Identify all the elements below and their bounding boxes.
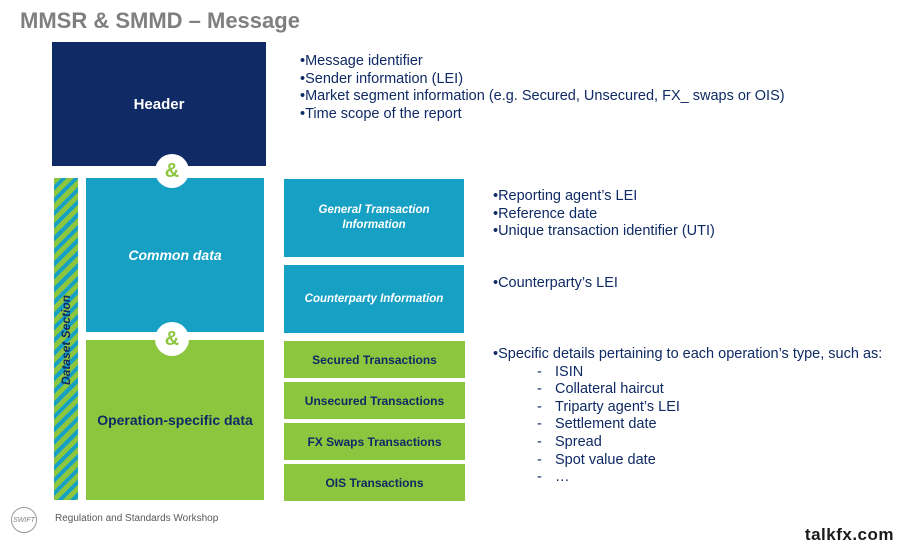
list-item: -Settlement date [537, 416, 657, 433]
list-item: -Triparty agent’s LEI [537, 398, 680, 415]
list-item: Counterparty’s LEI [493, 275, 618, 293]
general-transaction-information-box: General Transaction Information [284, 179, 464, 257]
list-item: Time scope of the report [300, 106, 785, 124]
counterparty-information-box: Counterparty Information [284, 265, 464, 333]
common-data-box: Common data [86, 178, 264, 332]
list-item: Message identifier [300, 53, 785, 71]
operation-intro: Specific details pertaining to each oper… [493, 346, 882, 364]
header-box: Header [52, 42, 266, 166]
operation-specific-data-box: Operation-specific data [86, 340, 264, 500]
ampersand-connector-bottom: & [157, 324, 187, 354]
fx-swaps-transactions-box: FX Swaps Transactions [284, 423, 465, 460]
list-item: Market segment information (e.g. Secured… [300, 88, 785, 106]
list-item: Reporting agent’s LEI [493, 188, 715, 206]
list-item: Unique transaction identifier (UTI) [493, 223, 715, 241]
unsecured-transactions-box: Unsecured Transactions [284, 382, 465, 419]
dataset-section-stripe [54, 178, 78, 500]
list-item: Sender information (LEI) [300, 71, 785, 89]
ois-transactions-box: OIS Transactions [284, 464, 465, 501]
general-details-list: Reporting agent’s LEI Reference date Uni… [493, 188, 715, 241]
ampersand-connector-top: & [157, 156, 187, 186]
watermark: talkfx.com [804, 525, 894, 544]
counterparty-details-list: Counterparty’s LEI [493, 275, 618, 293]
list-item: -Spot value date [537, 451, 656, 468]
list-item: -ISIN [537, 363, 584, 380]
secured-transactions-box: Secured Transactions [284, 341, 465, 378]
header-details-list: Message identifier Sender information (L… [300, 53, 785, 123]
footer-text: Regulation and Standards Workshop [55, 513, 219, 524]
list-item: -Collateral haircut [537, 381, 664, 398]
list-item: Reference date [493, 206, 715, 224]
dataset-section-label: Dataset Section [59, 294, 73, 386]
list-item: -Spread [537, 433, 602, 450]
operation-details-list: Specific details pertaining to each oper… [493, 346, 882, 487]
slide-title: MMSR & SMMD – Message [20, 8, 300, 33]
swift-logo: SWIFT [11, 507, 37, 533]
list-item: -… [537, 469, 570, 486]
